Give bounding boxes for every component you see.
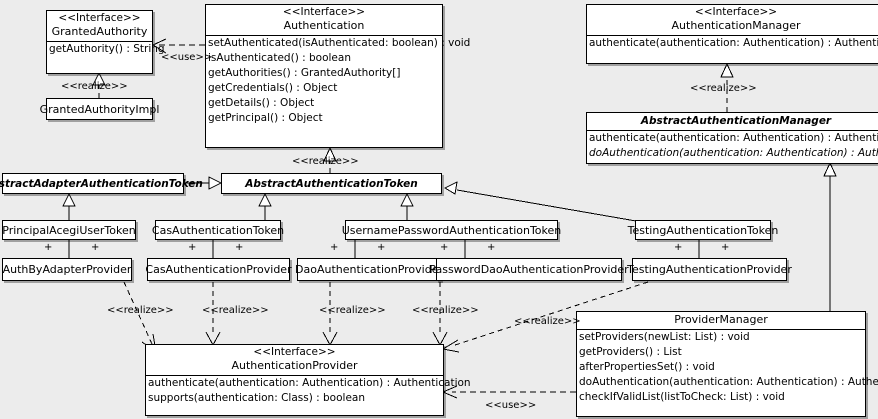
operation: setAuthenticated(isAuthenticated: boolea… xyxy=(208,37,471,49)
divider xyxy=(587,130,878,131)
edge-label-use-provider-manager: <<use>> xyxy=(485,400,537,411)
operation: getPrincipal() : Object xyxy=(208,112,323,124)
class-name: GrantedAuthorityImpl xyxy=(39,102,160,116)
class-name: Authentication xyxy=(283,19,365,32)
class-name: AbstractAuthenticationToken xyxy=(245,177,418,190)
class-name: GrantedAuthority xyxy=(51,25,148,38)
class-password-dao-authentication-provider[interactable]: PasswordDaoAuthenticationProvider xyxy=(429,258,629,281)
class-authentication-provider[interactable]: <<Interface>> AuthenticationProvider aut… xyxy=(145,344,471,416)
class-cas-authentication-token[interactable]: CasAuthenticationToken xyxy=(151,220,285,240)
operation: doAuthentication(authentication: Authent… xyxy=(589,147,878,159)
class-header: ProviderManager xyxy=(577,312,865,329)
stereotype-interface: <<Interface>> xyxy=(694,6,778,18)
class-name: TestingAuthenticationProvider xyxy=(627,263,792,276)
class-header: <<Interface>> AuthenticationManager xyxy=(587,5,878,35)
association-mark-plus: + xyxy=(440,242,449,253)
divider xyxy=(587,35,878,36)
class-name: CasAuthenticationProvider xyxy=(145,263,292,276)
edge-label-realize-dao-provider: <<realize>> xyxy=(319,305,386,316)
association-mark-plus: + xyxy=(674,242,683,253)
association-mark-plus: + xyxy=(235,242,244,253)
association-mark-plus: + xyxy=(721,242,730,253)
edge-label-realize-authentication-token: <<realize>> xyxy=(292,156,359,167)
association-mark-plus: + xyxy=(377,242,386,253)
class-cas-authentication-provider[interactable]: CasAuthenticationProvider xyxy=(145,258,292,281)
class-name: UsernamePasswordAuthenticationToken xyxy=(341,223,562,237)
class-abstract-authentication-token[interactable]: AbstractAuthenticationToken xyxy=(221,173,442,194)
class-header: <<Interface>> Authentication xyxy=(206,5,442,35)
class-abstract-authentication-manager[interactable]: AbstractAuthenticationManager authentica… xyxy=(586,112,878,164)
class-username-password-authentication-token[interactable]: UsernamePasswordAuthenticationToken xyxy=(342,220,561,240)
class-authentication-manager[interactable]: <<Interface>> AuthenticationManager auth… xyxy=(586,4,878,64)
operation: setProviders(newList: List) : void xyxy=(579,331,750,343)
operation: afterPropertiesSet() : void xyxy=(579,361,715,373)
class-principal-acegi-user-token[interactable]: PrincipalAcegiUserToken xyxy=(2,220,136,240)
operation: getAuthorities() : GrantedAuthority[] xyxy=(208,67,401,79)
stereotype-interface: <<Interface>> xyxy=(253,346,336,358)
edge-label-realize-auth-by-adapter: <<realize>> xyxy=(107,305,174,316)
class-header: <<Interface>> AuthenticationProvider xyxy=(146,345,443,375)
class-name: TestingAuthenticationToken xyxy=(627,223,779,237)
operation: doAuthentication(authentication: Authent… xyxy=(579,376,878,388)
class-name: AbstractAdapterAuthenticationToken xyxy=(0,177,203,190)
operation: getAuthority() : String xyxy=(49,43,165,55)
class-header: AbstractAuthenticationManager xyxy=(587,113,878,130)
operations-compartment: authenticate(authentication: Authenticat… xyxy=(587,131,878,162)
stereotype-interface: <<Interface>> xyxy=(282,6,366,18)
class-granted-authority[interactable]: <<Interface>> GrantedAuthority getAuthor… xyxy=(46,10,165,74)
operation: getDetails() : Object xyxy=(208,97,315,109)
edge-label-realize-authentication-manager: <<realize>> xyxy=(690,83,757,94)
class-abstract-adapter-authentication-token[interactable]: AbstractAdapterAuthenticationToken xyxy=(0,173,203,194)
edge-label-realize-testing-provider: <<realize>> xyxy=(514,316,581,327)
edge-label-realize-password-dao-provider: <<realize>> xyxy=(412,305,479,316)
operations-compartment: getAuthority() : String xyxy=(47,42,165,58)
divider xyxy=(206,35,442,36)
class-testing-authentication-provider[interactable]: TestingAuthenticationProvider xyxy=(627,258,792,281)
association-mark-plus: + xyxy=(487,242,496,253)
operation: authenticate(authentication: Authenticat… xyxy=(589,37,878,49)
operation: getProviders() : List xyxy=(579,346,682,358)
operations-compartment: setProviders(newList: List) : void getPr… xyxy=(577,330,878,406)
class-testing-authentication-token[interactable]: TestingAuthenticationToken xyxy=(628,220,778,240)
class-name: AuthByAdapterProvider xyxy=(2,263,132,276)
class-name: AuthenticationManager xyxy=(671,19,801,32)
divider xyxy=(577,329,865,330)
stereotype-interface: <<Interface>> xyxy=(58,12,141,24)
class-granted-authority-impl[interactable]: GrantedAuthorityImpl xyxy=(40,98,159,120)
class-name: PrincipalAcegiUserToken xyxy=(2,223,136,237)
operations-compartment: authenticate(authentication: Authenticat… xyxy=(587,36,878,52)
class-name: AuthenticationProvider xyxy=(231,359,358,372)
divider xyxy=(47,41,152,42)
association-mark-plus: + xyxy=(44,242,53,253)
operation: getCredentials() : Object xyxy=(208,82,338,94)
association-mark-plus: + xyxy=(330,242,339,253)
class-name: PasswordDaoAuthenticationProvider xyxy=(429,263,629,276)
operation: checkIfValidList(listToCheck: List) : vo… xyxy=(579,391,785,403)
divider xyxy=(146,375,443,376)
operation: isAuthenticated() : boolean xyxy=(208,52,351,64)
class-authentication[interactable]: <<Interface>> Authentication setAuthenti… xyxy=(205,4,471,148)
association-mark-plus: + xyxy=(91,242,100,253)
operations-compartment: setAuthenticated(isAuthenticated: boolea… xyxy=(206,36,471,127)
edge-label-realize-granted-authority-impl: <<realize>> xyxy=(61,81,128,92)
operation: authenticate(authentication: Authenticat… xyxy=(589,132,878,144)
class-provider-manager[interactable]: ProviderManager setProviders(newList: Li… xyxy=(576,311,878,417)
edge-label-realize-cas-provider: <<realize>> xyxy=(202,305,269,316)
class-name: AbstractAuthenticationManager xyxy=(640,115,832,127)
class-name: DaoAuthenticationProvider xyxy=(295,263,443,276)
class-auth-by-adapter-provider[interactable]: AuthByAdapterProvider xyxy=(2,258,132,281)
class-header: <<Interface>> GrantedAuthority xyxy=(47,11,152,41)
operation: authenticate(authentication: Authenticat… xyxy=(148,377,471,389)
class-name: CasAuthenticationToken xyxy=(151,223,285,237)
operation: supports(authentication: Class) : boolea… xyxy=(148,392,365,404)
association-mark-plus: + xyxy=(188,242,197,253)
edge-label-use-granted-authority: <<use>> xyxy=(161,52,213,63)
operations-compartment: authenticate(authentication: Authenticat… xyxy=(146,376,471,407)
class-dao-authentication-provider[interactable]: DaoAuthenticationProvider xyxy=(295,258,443,281)
class-name: ProviderManager xyxy=(674,313,768,326)
